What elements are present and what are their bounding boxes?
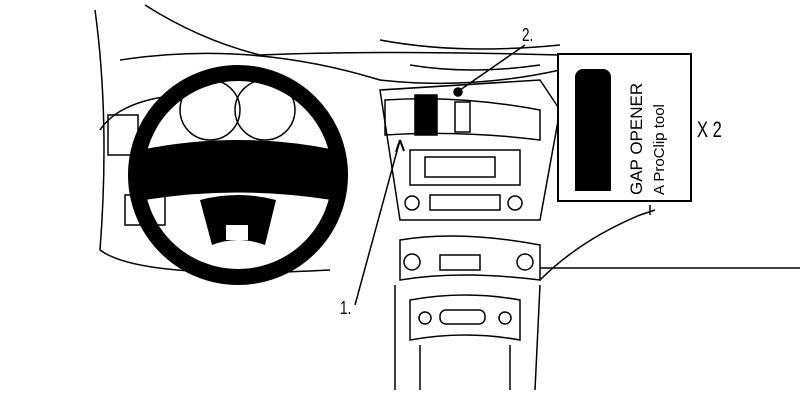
tool-subtitle: A ProClip tool (651, 104, 668, 195)
tool-quantity: X 2 (697, 117, 722, 142)
tool-name: GAP OPENER (627, 82, 646, 195)
gap-opener-tool-box: GAP OPENER A ProClip tool (557, 53, 692, 202)
gap-opener-tool-illustration (575, 69, 611, 191)
callout-2-label: 2. (522, 25, 534, 45)
callout-1-label: 1. (340, 298, 352, 318)
